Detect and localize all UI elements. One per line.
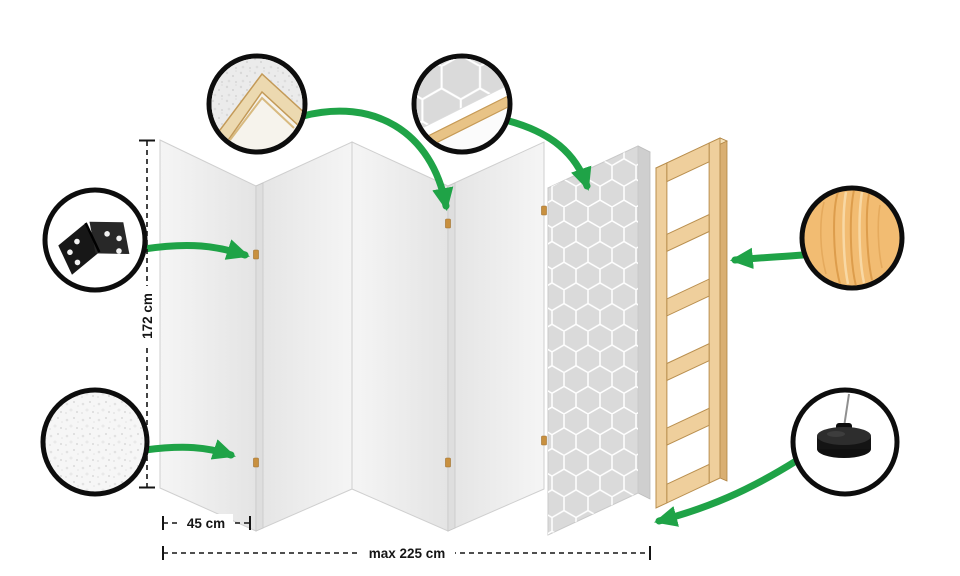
panel-2 [255,141,353,532]
hinge-mark [253,249,259,260]
dimension-height: 172 cm [139,139,155,489]
frame-rung [667,408,709,445]
frame-bottom-bar [667,464,709,503]
arrow-fleece [141,439,236,460]
panel-4 [447,141,545,532]
dimension-panel-width: 45 cm [162,514,251,531]
label-backing [359,544,455,561]
callout-arrows [140,107,807,527]
dimension-total-width: max 225 cm [162,544,651,561]
fleece-texture-icon [40,387,150,497]
hinge-marks [253,205,547,468]
callout-foot-pad-detail [790,387,900,497]
panel-fold-edge [255,182,264,532]
frame-side-edge [719,137,728,482]
hinge-icon [58,221,130,275]
callout-pine-wood-detail [799,185,905,291]
pattern-panel-geometric-pattern [548,146,638,535]
frame-top-bar [667,143,709,182]
frame-bars [656,138,720,508]
height-dimension-label: 172 cm [140,293,155,339]
label-backing [180,514,233,531]
panel-1 [159,139,257,532]
pattern-panel-side-edge [637,145,651,500]
callout-fleece-texture-detail [40,387,150,497]
panel-3 [351,141,449,532]
frame-rung [667,344,709,381]
callout-panel-edge-detail [411,53,513,155]
panel-edge-icon [416,58,508,150]
panel-width-dimension-label: 45 cm [187,516,225,531]
label-backing [139,286,155,346]
hinge-mark [445,218,451,229]
frame-left-rail [656,163,667,508]
hinge-mark [541,435,547,446]
foot-pad-icon [817,393,871,458]
hinge-mark [253,457,259,468]
arrow-wood [729,247,807,270]
frame-right-rail [709,138,720,483]
arrow-corner [299,107,454,212]
callout-hinge-detail [42,187,148,293]
frame-rung [667,215,709,252]
frame-rung [667,279,709,316]
arrow-foot [654,457,800,527]
wood-frame [656,138,727,508]
screen-panels [159,139,545,532]
panel-fold-edge [447,182,456,532]
hinge-mark [445,457,451,468]
pine-wood-icon [799,185,905,291]
hinge-mark [541,205,547,216]
pattern-panel [547,145,651,536]
wood-grain [820,190,883,286]
total-width-dimension-label: max 225 cm [369,546,446,561]
arrow-edge [501,116,592,191]
arrow-hinge [140,239,250,260]
